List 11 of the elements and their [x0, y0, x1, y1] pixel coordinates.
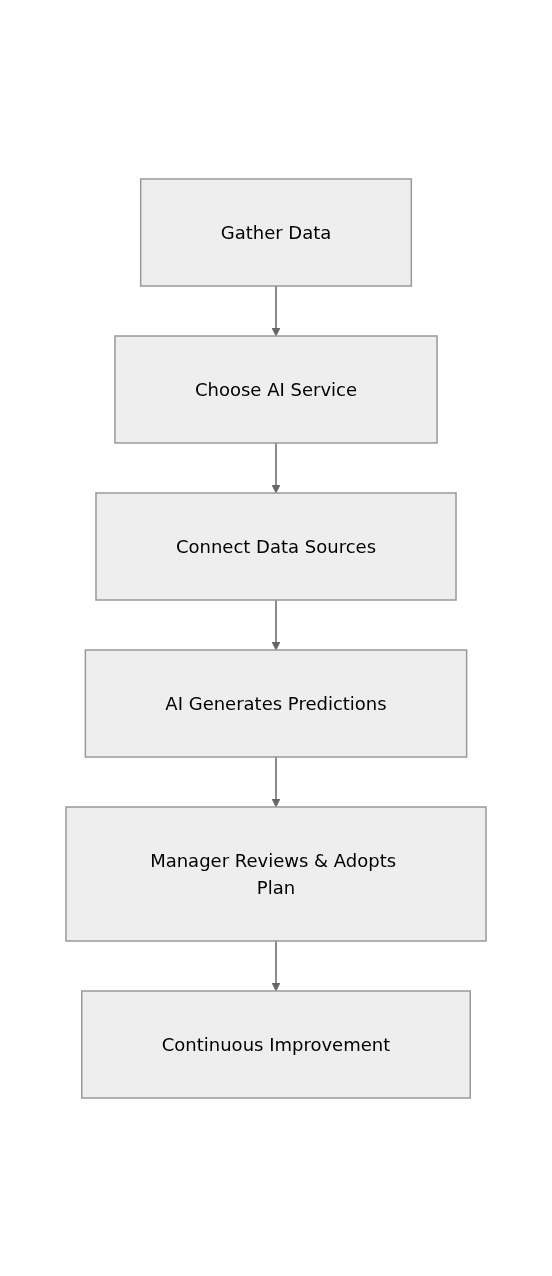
node-box: Gather Data	[139, 177, 413, 287]
arrow	[271, 939, 281, 991]
node-box: Continuous Improvement	[81, 989, 471, 1099]
arrow	[271, 755, 281, 807]
arrow	[271, 284, 281, 336]
node-box: AI Generates Predictions	[84, 648, 468, 758]
arrow	[271, 441, 281, 493]
arrow	[271, 598, 281, 650]
node-box: Connect Data Sources	[95, 491, 457, 601]
node-box: Choose AI Service	[114, 334, 438, 444]
node-box: Manager Reviews & Adopts Plan	[65, 805, 487, 942]
